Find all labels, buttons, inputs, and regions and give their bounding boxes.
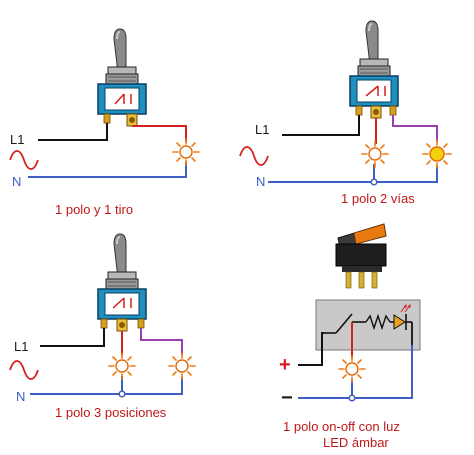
caption: 1 polo 3 posiciones: [55, 405, 167, 420]
line-wire: [40, 328, 105, 347]
neutral-label: N: [256, 174, 265, 189]
minus-label: −: [281, 387, 293, 409]
toggle-switch: [349, 20, 399, 119]
caption-line-1: 1 polo on-off con luz: [283, 419, 400, 434]
lamp: [168, 352, 196, 380]
lamp: [338, 355, 366, 383]
neutral-label: N: [12, 174, 21, 189]
junction-dot: [370, 178, 378, 186]
panel-2-single-pole-two-way: L1 N 1 polo 2 vías: [239, 20, 452, 206]
neutral-wire: [268, 166, 438, 183]
lamp: [172, 138, 200, 166]
caption: 1 polo 2 vías: [341, 191, 415, 206]
switch-housing: [315, 299, 421, 351]
traveler-wire: [140, 328, 183, 355]
panel-1-single-pole-single-throw: L1 N 1 polo y 1 tiro: [9, 28, 200, 217]
negative-wire: [298, 345, 413, 399]
line-label: L1: [14, 339, 28, 354]
ac-source-sine: [9, 150, 39, 170]
led-symbol: [393, 303, 411, 330]
panel-4-rocker-with-led: + − 1 polo on-off con luz LED ámbar: [279, 223, 421, 450]
caption: 1 polo y 1 tiro: [55, 202, 133, 217]
line-wire: [282, 115, 360, 136]
neutral-label: N: [16, 389, 25, 404]
rocker-switch-illustration: [335, 223, 387, 289]
line-label: L1: [10, 132, 24, 147]
toggle-switch: [97, 28, 147, 127]
load-wire: [132, 125, 187, 142]
lamp: [361, 140, 389, 168]
resistor: [365, 313, 391, 331]
ac-source-sine: [239, 146, 269, 166]
ac-source-sine: [9, 360, 39, 380]
neutral-wire: [30, 377, 183, 395]
neutral-wire: [28, 162, 187, 178]
line-label: L1: [255, 122, 269, 137]
plus-label: +: [279, 354, 291, 376]
traveler-wire: [392, 115, 438, 142]
switch-contact: [335, 313, 353, 334]
lamp-lit: [422, 139, 452, 169]
line-wire: [38, 123, 108, 141]
junction-dot: [118, 390, 126, 398]
lamp: [108, 352, 136, 380]
positive-wire: [298, 332, 324, 366]
junction-dot: [348, 394, 356, 402]
caption-line-2: LED ámbar: [323, 435, 389, 450]
toggle-switch: [97, 233, 147, 332]
panel-3-single-pole-three-position: L1 N 1 polo 3 posiciones: [9, 233, 196, 420]
